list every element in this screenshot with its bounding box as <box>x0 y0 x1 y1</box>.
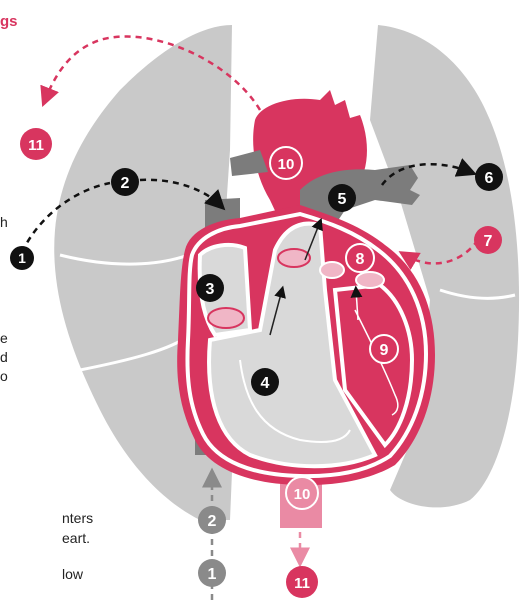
marker-8: 8 <box>346 244 374 272</box>
svg-text:1: 1 <box>208 566 217 583</box>
marker-10-descending: 10 <box>286 477 318 509</box>
svg-text:11: 11 <box>294 575 310 592</box>
svg-text:3: 3 <box>206 281 215 298</box>
svg-text:2: 2 <box>121 175 130 192</box>
marker-4: 4 <box>251 368 279 396</box>
cropped-text-fragment: d <box>0 349 8 365</box>
cropped-text-fragment: low <box>62 566 83 582</box>
svg-text:8: 8 <box>356 251 365 268</box>
marker-10-aorta: 10 <box>270 147 302 179</box>
cropped-text-fragment: nters <box>62 510 93 526</box>
svg-text:6: 6 <box>485 170 494 187</box>
marker-11-bottom: 11 <box>286 566 318 598</box>
marker-11-top: 11 <box>20 128 52 160</box>
svg-text:9: 9 <box>380 342 389 359</box>
marker-9: 9 <box>370 335 398 363</box>
svg-text:10: 10 <box>294 486 311 503</box>
svg-text:1: 1 <box>18 250 26 266</box>
marker-5: 5 <box>328 184 356 212</box>
cropped-text-fragment: h <box>0 214 8 230</box>
marker-1-vein: 1 <box>198 559 226 587</box>
tricuspid-valve <box>208 308 244 328</box>
marker-2-vein: 2 <box>198 506 226 534</box>
svg-text:4: 4 <box>261 375 270 392</box>
aortic-valve <box>320 262 344 278</box>
cropped-text-fragment: e <box>0 330 8 346</box>
marker-3: 3 <box>196 274 224 302</box>
svg-text:7: 7 <box>484 233 493 250</box>
svg-text:10: 10 <box>278 156 295 173</box>
marker-2: 2 <box>111 168 139 196</box>
marker-7: 7 <box>474 226 502 254</box>
svg-text:11: 11 <box>28 137 44 154</box>
svg-text:5: 5 <box>338 191 347 208</box>
mitral-valve <box>356 272 384 288</box>
marker-1: 1 <box>10 246 34 270</box>
cropped-title-fragment: gs <box>0 14 18 30</box>
marker-6: 6 <box>475 163 503 191</box>
svg-text:2: 2 <box>208 513 217 530</box>
cropped-text-fragment: eart. <box>62 530 90 546</box>
cropped-text-fragment: o <box>0 368 8 384</box>
